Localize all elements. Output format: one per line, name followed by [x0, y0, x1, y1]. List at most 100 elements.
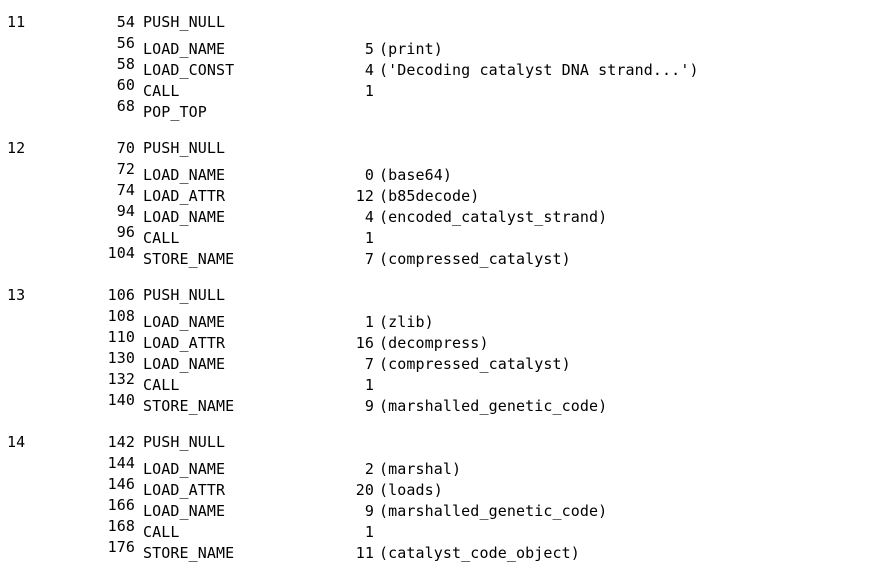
lineno-offset-cell: 11 54 — [7, 12, 135, 33]
instruction-arg: 9 — [364, 397, 374, 415]
instruction-arg: 1 — [364, 313, 374, 331]
instruction-offset: 108 — [107, 307, 135, 325]
instruction-opname: PUSH_NULL — [143, 433, 226, 451]
instruction-argrepr: (loads) — [379, 481, 443, 499]
instruction-opname: CALL — [143, 82, 180, 100]
instruction-opname: LOAD_NAME — [143, 313, 226, 331]
lineno-offset-cell: 130 — [7, 348, 135, 369]
instruction-arg: 7 — [364, 250, 374, 268]
instruction-opname: STORE_NAME — [143, 544, 235, 562]
instruction-opname: LOAD_NAME — [143, 460, 226, 478]
instruction-opname: LOAD_ATTR — [143, 187, 226, 205]
instruction-argrepr: (marshalled_genetic_code) — [379, 397, 608, 415]
lineno-offset-cell: 74 — [7, 180, 135, 201]
instruction-argrepr: (encoded_catalyst_strand) — [379, 208, 608, 226]
lineno-offset-cell: 104 — [7, 243, 135, 264]
instruction-argrepr: (catalyst_code_object) — [379, 544, 580, 562]
instruction-arg: 0 — [364, 166, 374, 184]
bytecode-row: 13 106 PUSH_NULL — [7, 285, 888, 306]
instruction-arg: 16 — [355, 334, 374, 352]
source-line-number: 11 — [7, 13, 26, 31]
instruction-argrepr: (b85decode) — [379, 187, 480, 205]
instruction-arg: 1 — [364, 376, 374, 394]
source-line-number: 12 — [7, 139, 26, 157]
instruction-arg: 20 — [355, 481, 374, 499]
instruction-opname: LOAD_NAME — [143, 355, 226, 373]
instruction-offset: 94 — [116, 202, 135, 220]
bytecode-row: 74 LOAD_ATTR 12 (b85decode) — [7, 180, 888, 205]
lineno-offset-cell: 94 — [7, 201, 135, 222]
instruction-offset: 106 — [107, 286, 135, 304]
opname-arg-cell: LOAD_NAME 1 — [143, 312, 374, 333]
instruction-offset: 176 — [107, 538, 135, 556]
instruction-arg: 12 — [355, 187, 374, 205]
instruction-arg: 7 — [364, 355, 374, 373]
instruction-opname: LOAD_NAME — [143, 208, 226, 226]
lineno-offset-cell: 68 — [7, 96, 135, 117]
bytecode-row: 14 142 PUSH_NULL — [7, 432, 888, 453]
instruction-arg: 9 — [364, 502, 374, 520]
lineno-offset-cell: 14 142 — [7, 432, 135, 453]
opname-arg-cell: STORE_NAME 7 — [143, 249, 374, 270]
instruction-argrepr: (zlib) — [379, 313, 434, 331]
instruction-offset: 146 — [107, 475, 135, 493]
instruction-opname: LOAD_CONST — [143, 61, 235, 79]
instruction-offset: 60 — [116, 76, 135, 94]
instruction-offset: 140 — [107, 391, 135, 409]
source-line-number: 14 — [7, 433, 26, 451]
instruction-offset: 96 — [116, 223, 135, 241]
instruction-offset: 74 — [116, 181, 135, 199]
instruction-argrepr: (marshalled_genetic_code) — [379, 502, 608, 520]
instruction-arg: 11 — [355, 544, 374, 562]
instruction-offset: 54 — [116, 13, 135, 31]
instruction-argrepr: ('Decoding catalyst DNA strand...') — [379, 61, 699, 79]
lineno-offset-cell: 132 — [7, 369, 135, 390]
source-line-number: 13 — [7, 286, 26, 304]
instruction-arg: 4 — [364, 61, 374, 79]
instruction-arg: 1 — [364, 229, 374, 247]
instruction-offset: 110 — [107, 328, 135, 346]
instruction-opname: PUSH_NULL — [143, 286, 226, 304]
lineno-offset-cell: 60 — [7, 75, 135, 96]
instruction-arg: 2 — [364, 460, 374, 478]
lineno-offset-cell: 13 106 — [7, 285, 135, 306]
opname-arg-cell: PUSH_NULL — [143, 432, 374, 453]
instruction-offset: 144 — [107, 454, 135, 472]
lineno-offset-cell: 176 — [7, 537, 135, 558]
instruction-offset: 70 — [116, 139, 135, 157]
bytecode-row: 68 POP_TOP — [7, 96, 888, 121]
opname-arg-cell: PUSH_NULL — [143, 12, 374, 33]
lineno-offset-cell: 146 — [7, 474, 135, 495]
instruction-argrepr: (decompress) — [379, 334, 489, 352]
instruction-offset: 56 — [116, 34, 135, 52]
lineno-offset-cell: 56 — [7, 33, 135, 54]
instruction-arg: 1 — [364, 82, 374, 100]
lineno-offset-cell: 96 — [7, 222, 135, 243]
lineno-offset-cell: 110 — [7, 327, 135, 348]
opname-arg-cell: PUSH_NULL — [143, 138, 374, 159]
instruction-offset: 142 — [107, 433, 135, 451]
instruction-offset: 132 — [107, 370, 135, 388]
instruction-opname: STORE_NAME — [143, 250, 235, 268]
instruction-opname: POP_TOP — [143, 103, 207, 121]
instruction-arg: 4 — [364, 208, 374, 226]
